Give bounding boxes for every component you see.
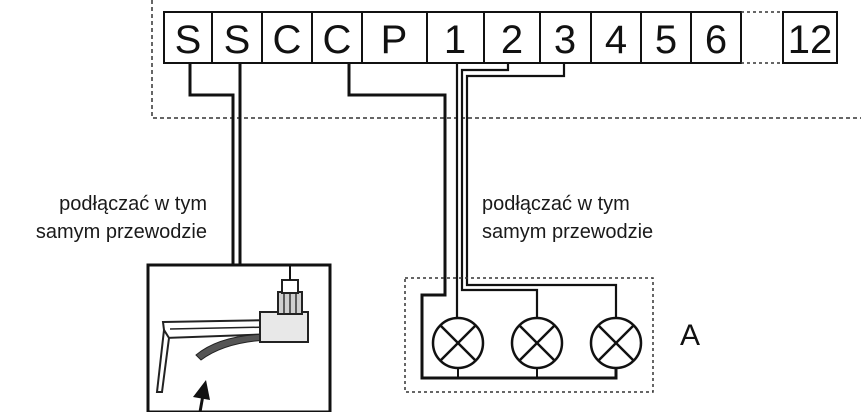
terminal-4 (590, 11, 642, 64)
terminal-label: C (273, 18, 302, 62)
terminal-12 (782, 11, 838, 64)
terminal-strip: S S C C P 1 2 3 4 5 6 12 (163, 11, 838, 64)
terminal-3 (539, 11, 592, 64)
common-wire (347, 63, 618, 380)
terminal-label: S (224, 18, 251, 62)
valve-group-box (404, 277, 654, 393)
sensor-wires (188, 63, 242, 265)
valve-2-icon (510, 316, 564, 370)
arrow-up-icon (193, 380, 210, 412)
terminal-label: 5 (655, 18, 677, 62)
sensor-wire-note-line2: samym przewodzie (36, 221, 207, 243)
valve-3-icon (589, 316, 643, 370)
terminal-label: 2 (501, 18, 523, 62)
terminal-label: S (175, 18, 202, 62)
zone-3-wire (465, 63, 618, 318)
terminal-6 (690, 11, 742, 64)
valve-group-label: A (680, 319, 700, 352)
terminal-label: 12 (788, 18, 833, 62)
terminal-gap (741, 11, 783, 64)
sensor-wire-note-line1: podłączać w tym (59, 193, 207, 215)
zone-wires (455, 63, 618, 318)
common-wire-drops (457, 368, 538, 378)
zone-2-wire (460, 63, 539, 318)
rain-sensor-box (146, 263, 332, 412)
valve-1-icon (431, 316, 485, 370)
terminal-label: 6 (705, 18, 727, 62)
terminal-label: 4 (605, 18, 627, 62)
terminal-label: C (323, 18, 352, 62)
valve-symbols (431, 316, 643, 370)
terminal-S2 (211, 11, 263, 64)
terminal-label: P (381, 18, 408, 62)
controller-outline (151, 0, 861, 119)
terminal-P (361, 11, 428, 64)
valve-wire-note-line2: samym przewodzie (482, 221, 653, 243)
terminal-2 (483, 11, 541, 64)
terminal-1 (426, 11, 485, 64)
valve-wire-note-line1: podłączać w tym (482, 193, 630, 215)
terminal-label: 1 (444, 18, 466, 62)
rain-sensor-icon (155, 265, 309, 393)
terminal-label: 3 (554, 18, 576, 62)
terminal-S1 (163, 11, 213, 64)
terminal-C2 (311, 11, 363, 64)
